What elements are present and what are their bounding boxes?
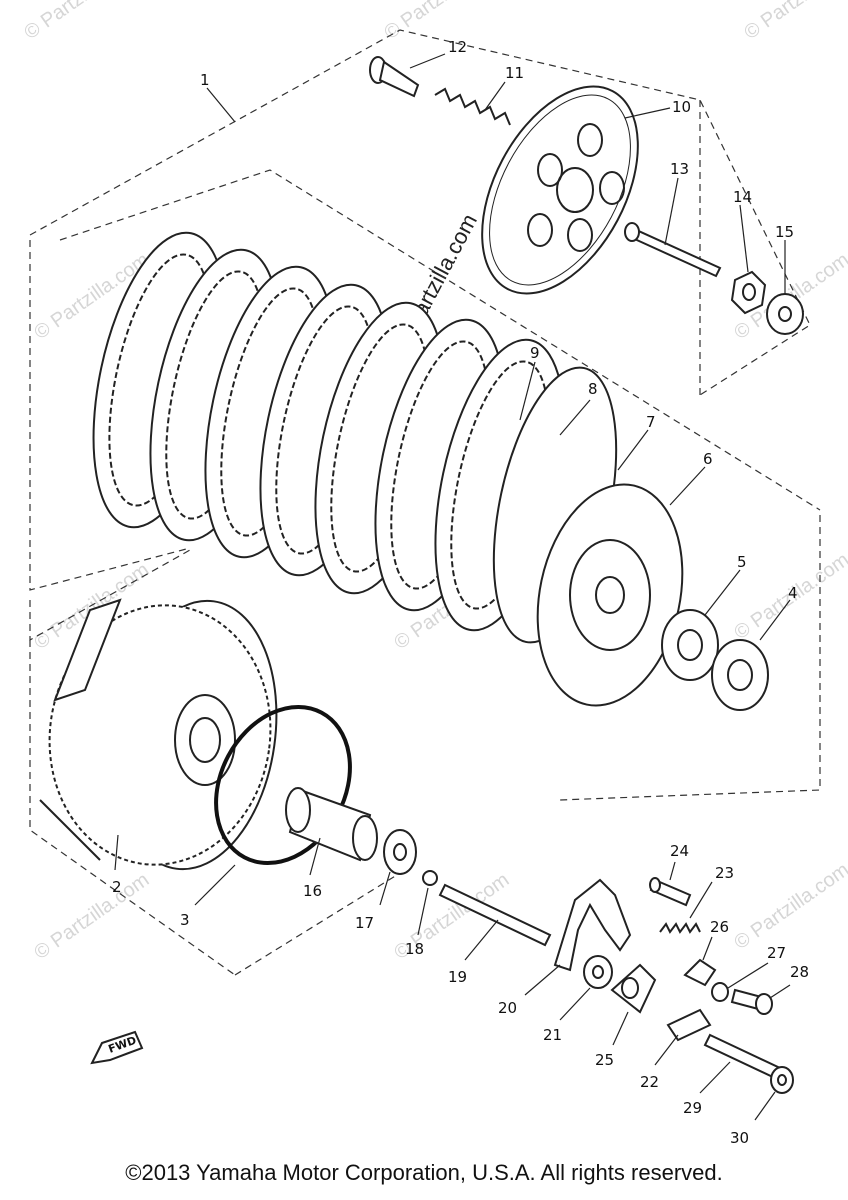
callout-7: 7 <box>646 413 656 431</box>
callout-2: 2 <box>112 878 122 896</box>
steel-ball <box>422 870 438 886</box>
pinion-gear <box>666 1008 712 1042</box>
callout-29: 29 <box>683 1099 702 1117</box>
push-rod-19 <box>438 883 552 947</box>
watermark: © Partzilla.com <box>20 0 143 44</box>
callout-10: 10 <box>672 98 691 116</box>
washer-17 <box>383 829 417 875</box>
callout-13: 13 <box>670 160 689 178</box>
callout-6: 6 <box>703 450 713 468</box>
plate-26 <box>683 958 717 987</box>
callout-18: 18 <box>405 940 424 958</box>
callout-22: 22 <box>640 1073 659 1091</box>
callout-19: 19 <box>448 968 467 986</box>
callout-24: 24 <box>670 842 689 860</box>
callout-15: 15 <box>775 223 794 241</box>
callout-30: 30 <box>730 1129 749 1147</box>
watermark: © Partzilla.com <box>30 869 153 964</box>
callout-3: 3 <box>180 911 190 929</box>
lock-nut <box>730 270 767 315</box>
spacer <box>285 787 378 862</box>
thrust-washer <box>661 609 719 681</box>
callout-21: 21 <box>543 1026 562 1044</box>
clutch-plate-stack <box>92 231 618 644</box>
callout-27: 27 <box>767 944 786 962</box>
clutch-spring <box>434 87 511 126</box>
assembly-group-outlines <box>29 29 821 976</box>
oil-seal <box>583 955 613 989</box>
callout-14: 14 <box>733 188 752 206</box>
callout-5: 5 <box>737 553 747 571</box>
callout-9: 9 <box>530 344 540 362</box>
callout-11: 11 <box>505 64 524 82</box>
adjusting-screw <box>703 1033 782 1080</box>
leader-lines <box>114 53 791 1121</box>
callout-26: 26 <box>710 918 729 936</box>
push-lever <box>553 878 632 972</box>
callout-12: 12 <box>448 38 467 56</box>
watermark: © Partzilla.com <box>740 0 848 44</box>
callout-25: 25 <box>595 1051 614 1069</box>
clutch-boss <box>536 483 684 707</box>
lever-bolt-24 <box>649 877 692 907</box>
washer-15 <box>766 293 804 335</box>
pressure-plate <box>481 85 639 295</box>
fwd-arrow: FWD <box>90 1030 144 1065</box>
callout-1: 1 <box>200 71 210 89</box>
callout-28: 28 <box>790 963 809 981</box>
callout-23: 23 <box>715 864 734 882</box>
return-spring <box>659 922 701 934</box>
copyright-notice: ©2013 Yamaha Motor Corporation, U.S.A. A… <box>125 1160 723 1185</box>
adjuster-nut <box>770 1066 794 1094</box>
push-lever-cover <box>610 963 657 1014</box>
callout-labels: 1 2 3 4 5 6 7 8 9 10 11 12 13 14 15 16 1… <box>112 38 809 1147</box>
lock-washer <box>711 639 769 711</box>
push-rod-13 <box>624 222 722 278</box>
callout-17: 17 <box>355 914 374 932</box>
washer-27 <box>711 982 729 1002</box>
callout-4: 4 <box>788 584 798 602</box>
watermark: © Partzilla.com <box>380 0 503 44</box>
watermark: © Partzilla.com <box>730 859 848 954</box>
screw-28 <box>730 988 773 1015</box>
clutch-screw <box>369 56 420 98</box>
callout-8: 8 <box>588 380 598 398</box>
callout-16: 16 <box>303 882 322 900</box>
callout-20: 20 <box>498 999 517 1017</box>
